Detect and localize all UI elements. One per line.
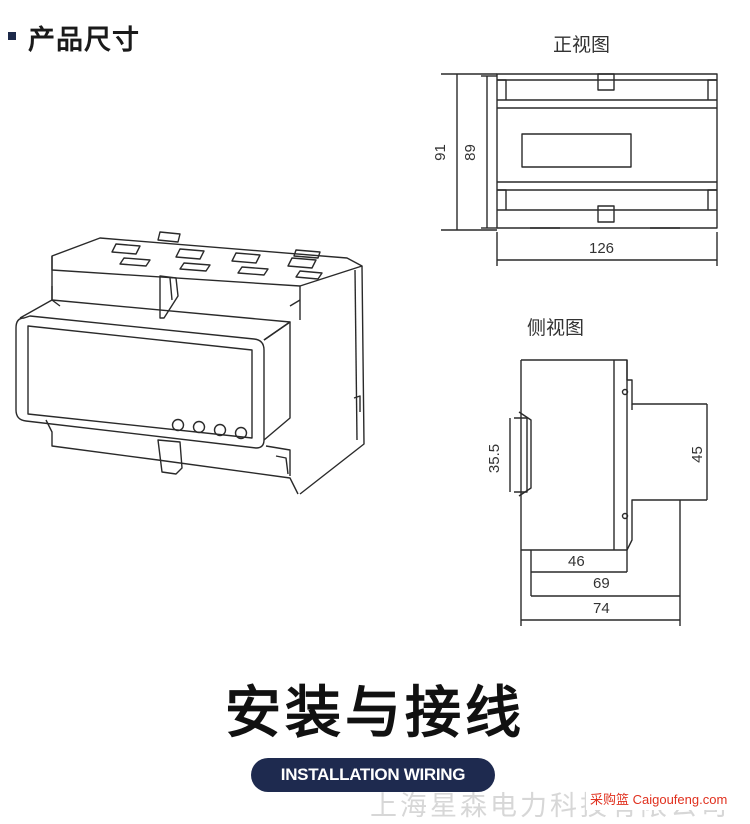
dim-side-depth-46: 46 [568, 553, 585, 570]
section-title: 产品尺寸 [28, 25, 140, 56]
source-site-tag: 采购篮 Caigoufeng.com [586, 787, 732, 810]
dim-side-depth-74: 74 [593, 600, 610, 617]
dim-front-width: 126 [589, 240, 615, 257]
dim-front-total-height: 91 [431, 144, 449, 161]
title-bullet [8, 32, 16, 40]
front-view-label: 正视图 [553, 34, 611, 56]
side-view-drawing [509, 359, 708, 626]
dim-side-right-height: 45 [688, 446, 706, 463]
dim-side-rail-height: 35.5 [486, 443, 504, 474]
installation-wiring-badge: INSTALLATION WIRING [251, 758, 495, 792]
dim-front-inner-height: 89 [461, 144, 479, 161]
wiring-heading: 安装与接线 [225, 681, 525, 746]
front-view-drawing [441, 73, 718, 266]
product-isometric-drawing [15, 231, 365, 495]
side-view-label: 侧视图 [527, 317, 585, 339]
dim-side-depth-69: 69 [593, 575, 610, 592]
